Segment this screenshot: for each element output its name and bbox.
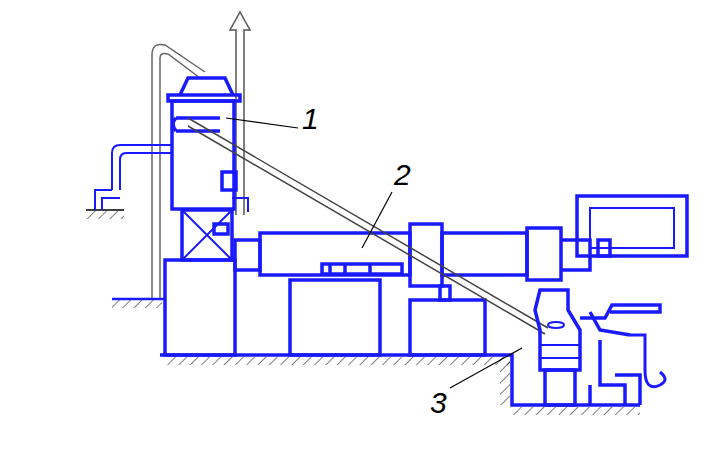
pipes [95, 145, 172, 210]
conveyor [188, 118, 548, 334]
leader-lines [226, 118, 522, 388]
callout-number: 3 [430, 388, 447, 418]
callout-number: 2 [394, 160, 411, 190]
cooler [535, 196, 687, 405]
hopper [165, 210, 235, 355]
rotary-kiln [235, 224, 561, 355]
ground-hatch [86, 210, 640, 415]
callout-number: 1 [302, 104, 319, 134]
dust-chamber [168, 78, 248, 212]
